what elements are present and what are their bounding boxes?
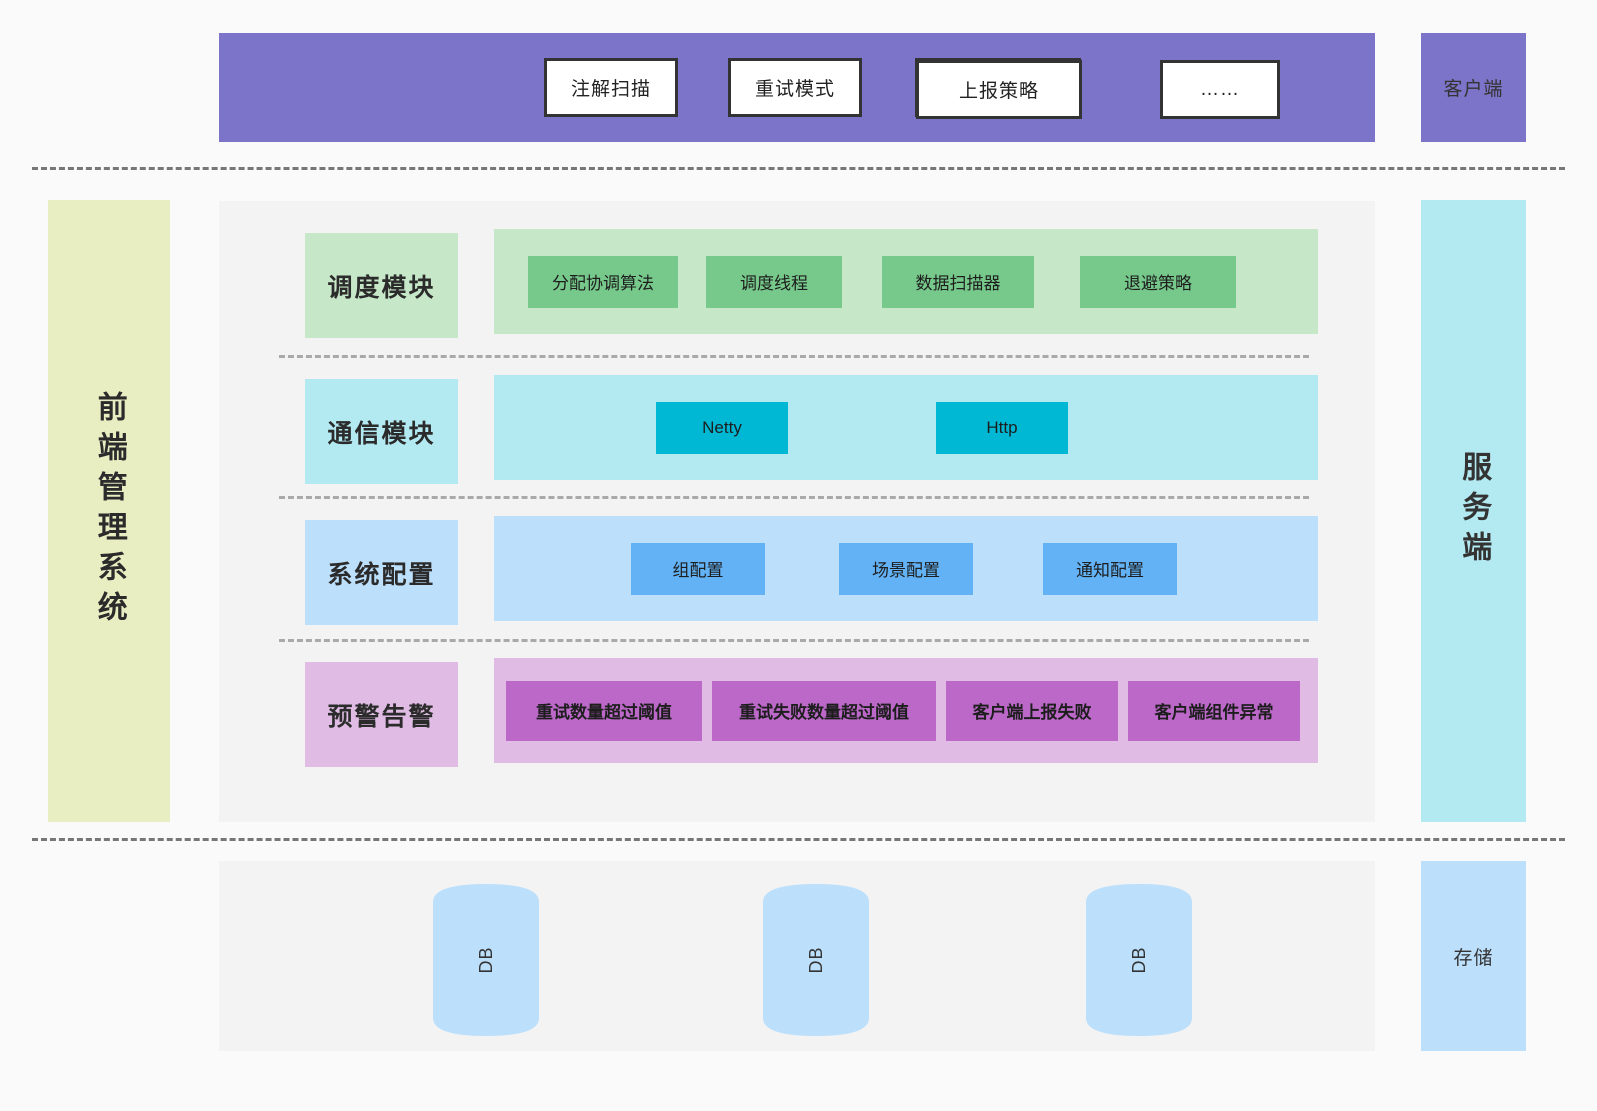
client-chip-report-strategy[interactable]: 上报策略	[916, 60, 1082, 119]
client-chip-label: 注解扫描	[570, 79, 651, 100]
chip-label: Http	[986, 417, 1018, 437]
divider-client-server	[32, 167, 1565, 170]
divider-scheduling-communication	[279, 355, 1309, 358]
chip-label: 场景配置	[872, 561, 940, 580]
chip-label: 重试数量超过阈值	[536, 703, 672, 722]
chip-scheduling-thread[interactable]: 调度线程	[706, 255, 842, 308]
database-cylinder-3[interactable]: DB	[1086, 884, 1192, 1036]
chip-backoff-strategy[interactable]: 退避策略	[1080, 255, 1236, 308]
module-band-system-config: 组配置 场景配置 通知配置	[494, 516, 1318, 621]
chip-notification-config[interactable]: 通知配置	[1043, 542, 1177, 595]
chip-label: 组配置	[672, 561, 724, 580]
chip-retry-count-over-threshold[interactable]: 重试数量超过阈值	[506, 680, 702, 741]
chip-scene-config[interactable]: 场景配置	[839, 542, 973, 595]
module-label-scheduling: 调度模块	[305, 233, 458, 338]
chip-label: 客户端组件异常	[1154, 703, 1274, 722]
database-label-text: DB	[805, 946, 826, 974]
client-chip-label: ……	[1200, 78, 1240, 100]
chip-group-config[interactable]: 组配置	[631, 542, 765, 595]
chip-data-scanner[interactable]: 数据扫描器	[882, 255, 1034, 308]
lane-label-server: 服务端	[1421, 200, 1526, 822]
client-chip-label: 上报策略	[958, 81, 1039, 102]
lane-label-client: 客户端	[1421, 33, 1526, 142]
database-label: DB	[410, 907, 562, 1013]
module-label-text: 预警告警	[327, 702, 436, 731]
client-chip-more[interactable]: ……	[1160, 60, 1280, 119]
chip-label: 分配协调算法	[552, 274, 654, 293]
chip-label: 重试失败数量超过阈值	[739, 703, 909, 722]
client-chip-retry-mode[interactable]: 重试模式	[728, 58, 862, 117]
lane-frontend-text: 前端管理系统	[92, 391, 126, 631]
chip-retry-failure-count-over-threshold[interactable]: 重试失败数量超过阈值	[712, 680, 936, 741]
lane-label-storage: 存储	[1421, 861, 1526, 1051]
chip-allocation-coordination-algorithm[interactable]: 分配协调算法	[528, 255, 678, 308]
chip-label: 数据扫描器	[915, 274, 1001, 293]
lane-frontend-management-system: 前端管理系统	[48, 200, 170, 822]
chip-http[interactable]: Http	[936, 401, 1068, 454]
divider-communication-config	[279, 496, 1309, 499]
chip-client-report-failure[interactable]: 客户端上报失败	[946, 680, 1118, 741]
database-cylinder-1[interactable]: DB	[433, 884, 539, 1036]
database-label-text: DB	[1128, 946, 1149, 974]
module-label-text: 通信模块	[327, 419, 436, 448]
chip-netty[interactable]: Netty	[656, 401, 788, 454]
chip-client-component-exception[interactable]: 客户端组件异常	[1128, 680, 1300, 741]
lane-storage-text: 存储	[1453, 947, 1494, 969]
database-label: DB	[740, 907, 892, 1013]
module-label-communication: 通信模块	[305, 379, 458, 484]
module-band-communication: Netty Http	[494, 375, 1318, 480]
chip-label: 退避策略	[1124, 274, 1192, 293]
database-label-text: DB	[475, 946, 496, 974]
module-label-text: 调度模块	[327, 273, 436, 302]
module-band-scheduling: 分配协调算法 调度线程 数据扫描器 退避策略	[494, 229, 1318, 334]
chip-label: 调度线程	[740, 274, 808, 293]
module-band-alerting: 重试数量超过阈值 重试失败数量超过阈值 客户端上报失败 客户端组件异常	[494, 658, 1318, 763]
chip-label: Netty	[702, 417, 742, 437]
database-label: DB	[1063, 907, 1215, 1013]
chip-label: 客户端上报失败	[972, 703, 1092, 722]
module-label-text: 系统配置	[327, 560, 436, 589]
client-chip-label: 重试模式	[754, 79, 835, 100]
divider-config-alert	[279, 639, 1309, 642]
module-label-system-config: 系统配置	[305, 520, 458, 625]
module-label-alerting: 预警告警	[305, 662, 458, 767]
lane-server-text: 服务端	[1457, 451, 1491, 571]
divider-server-storage	[32, 838, 1565, 841]
database-cylinder-2[interactable]: DB	[763, 884, 869, 1036]
chip-label: 通知配置	[1076, 561, 1144, 580]
lane-client-text: 客户端	[1443, 79, 1504, 100]
client-chip-annotation-scan[interactable]: 注解扫描	[544, 58, 678, 117]
